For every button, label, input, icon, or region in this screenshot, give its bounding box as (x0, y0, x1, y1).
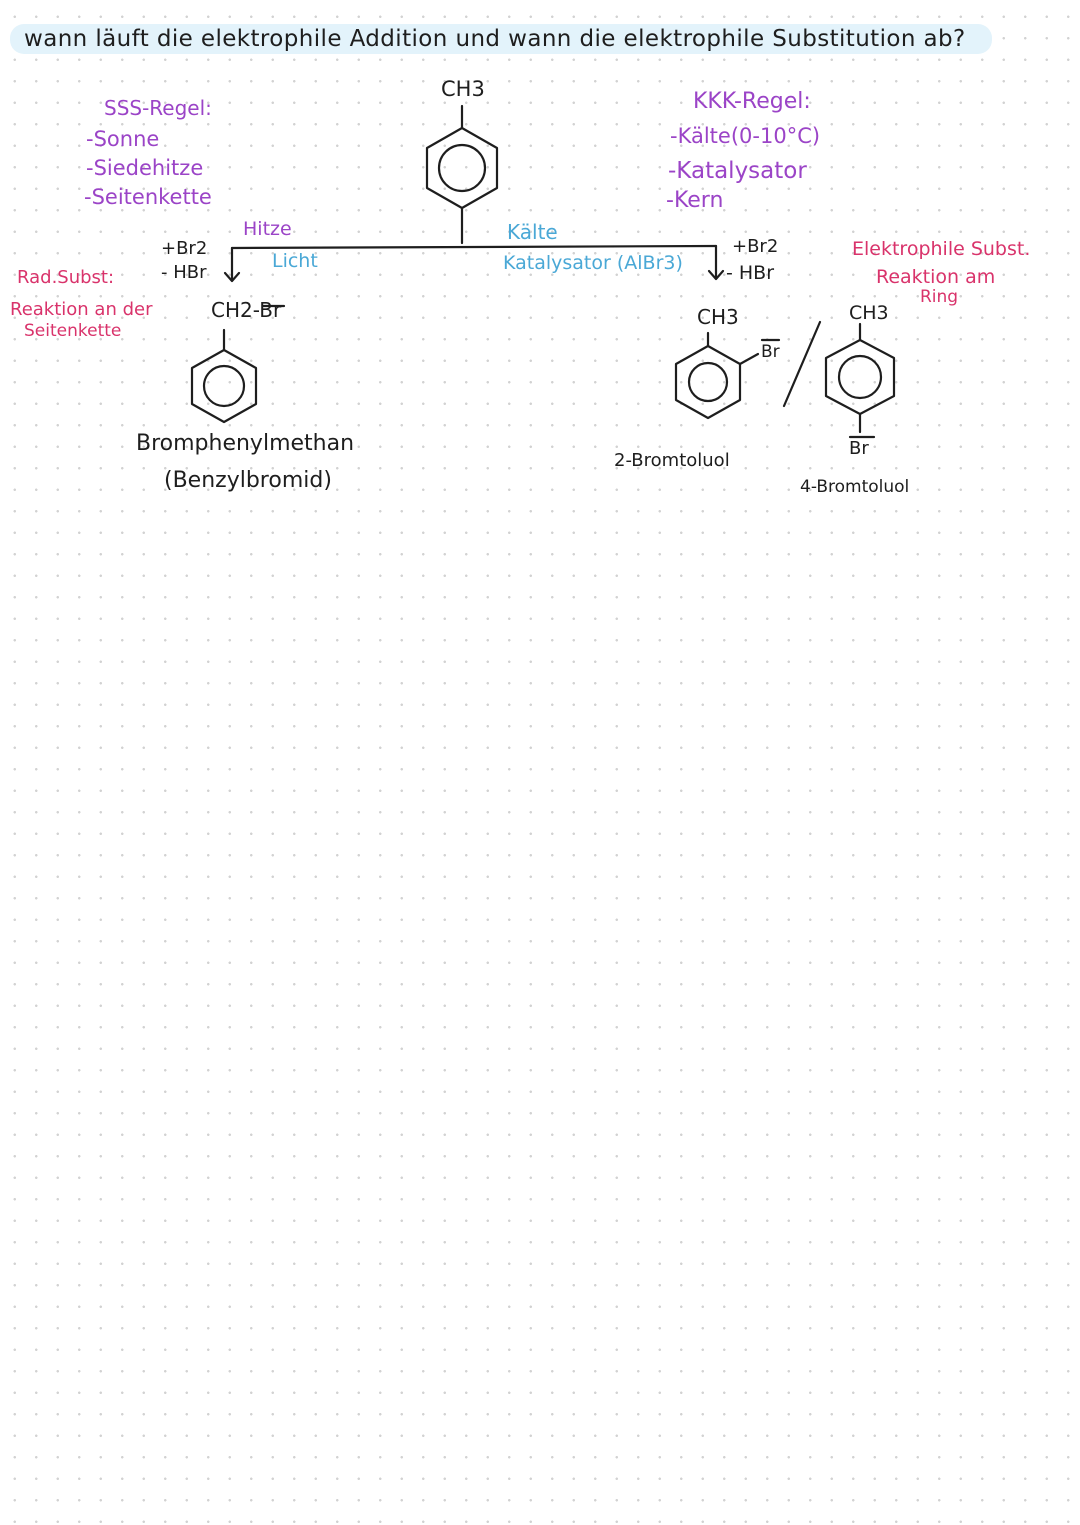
right-reagent-remove: - HBr (726, 262, 775, 284)
sss-rule-item-2: -Siedehitze (86, 156, 204, 180)
left-product-alt-name: (Benzylbromid) (164, 468, 332, 493)
branch-lines (223, 244, 725, 283)
toluene-structure (425, 104, 499, 245)
sss-rule-item-3: -Seitenkette (84, 185, 212, 209)
benzyl-ch2br-label: CH2-Br (211, 298, 282, 322)
2-bromotoluene-ch3-label: CH3 (697, 305, 739, 329)
left-reagent-add: +Br2 (161, 238, 208, 259)
left-reagent-remove: - HBr (161, 262, 207, 283)
right-condition-cold: Kälte (507, 220, 558, 244)
kkk-rule-item-3: -Kern (666, 188, 724, 213)
benzyl-bromide-structure (190, 304, 286, 424)
kkk-rule-item-2: -Katalysator (668, 158, 807, 184)
sss-rule-item-1: -Sonne (86, 127, 160, 151)
left-product-name: Bromphenylmethan (136, 431, 355, 456)
radical-substitution-label: Rad.Subst: (17, 267, 115, 288)
left-condition-heat: Hitze (243, 218, 292, 240)
right-reaction-note-1: Reaktion am (876, 266, 996, 288)
electrophilic-substitution-label: Elektrophile Subst. (852, 238, 1031, 260)
2-bromotoluene-structure (674, 331, 781, 420)
toluene-ch3-label: CH3 (441, 77, 485, 101)
right-reagent-add: +Br2 (732, 236, 779, 257)
title-highlight (10, 24, 992, 54)
or-slash (782, 320, 822, 408)
page-title: wann läuft die elektrophile Addition und… (24, 26, 966, 52)
right-product-1-name: 2-Bromtoluol (614, 450, 730, 471)
right-reaction-note-2: Ring (920, 287, 959, 307)
left-condition-light: Licht (272, 250, 318, 272)
4-bromotoluene-br-label: Br (849, 438, 869, 459)
right-product-2-name: 4-Bromtoluol (800, 477, 910, 497)
4-bromotoluene-ch3-label: CH3 (849, 302, 889, 324)
kkk-rule-item-1: -Kälte(0-10°C) (670, 124, 821, 148)
4-bromotoluene-structure (824, 322, 896, 439)
kkk-rule-heading: KKK-Regel: (693, 89, 811, 114)
right-condition-catalyst: Katalysator (AlBr3) (503, 252, 683, 274)
left-reaction-note-2: Seitenkette (24, 321, 122, 341)
left-reaction-note-1: Reaktion an der (10, 299, 153, 320)
2-bromotoluene-br-label: Br (761, 342, 780, 362)
sss-rule-heading: SSS-Regel: (104, 96, 212, 120)
